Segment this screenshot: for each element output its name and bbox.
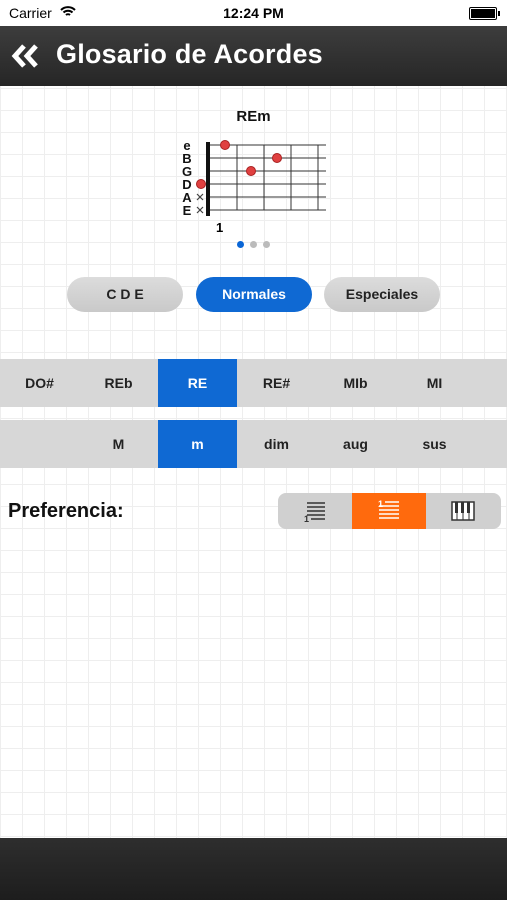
- wifi-icon: [60, 6, 76, 16]
- root-note-picker[interactable]: DO# REb RE RE# MIb MI F: [0, 359, 507, 407]
- quality-item[interactable]: sus: [422, 436, 447, 452]
- preference-segmented-control[interactable]: 1 1: [278, 493, 501, 529]
- quality-item[interactable]: aug: [343, 436, 368, 452]
- page-dot: [263, 241, 270, 248]
- string-label-D: D: [182, 177, 192, 192]
- quality-item[interactable]: dim: [264, 436, 289, 452]
- quality-item[interactable]: M: [112, 436, 125, 452]
- page-dot: [250, 241, 257, 248]
- muted-string-marker: [196, 193, 204, 214]
- string-label-E: E: [182, 203, 192, 218]
- string-label-e: e: [183, 138, 191, 153]
- tab-right-icon: 1: [378, 499, 399, 519]
- root-note-item-selected[interactable]: RE: [158, 359, 237, 407]
- root-note-item[interactable]: F: [474, 359, 507, 407]
- status-bar: Carrier 12:24 PM: [0, 0, 507, 26]
- quality-item[interactable]: [0, 420, 79, 468]
- tab-left-icon: 1: [304, 502, 325, 522]
- root-note-item[interactable]: MIb: [343, 375, 368, 391]
- page-indicator[interactable]: [237, 241, 277, 249]
- page-title: Glosario de Acordes: [56, 39, 323, 69]
- page-dot-active: [237, 241, 244, 248]
- root-note-item[interactable]: DO#: [25, 375, 54, 391]
- tab-right-option[interactable]: 1: [352, 493, 426, 529]
- segment-cde-button[interactable]: C D E: [67, 277, 183, 312]
- piano-option[interactable]: [426, 493, 500, 529]
- tab-left-option[interactable]: 1: [278, 493, 352, 529]
- battery-icon: [469, 7, 500, 20]
- piano-icon: [451, 501, 475, 521]
- nav-bar: Glosario de Acordes: [0, 26, 507, 86]
- bottom-toolbar: [0, 838, 507, 900]
- string-label-A: A: [182, 190, 192, 205]
- quality-item[interactable]: 5: [474, 420, 507, 468]
- root-note-item[interactable]: MI: [426, 375, 443, 391]
- quality-item-selected[interactable]: m: [158, 420, 237, 468]
- double-chevron-left-icon[interactable]: [10, 40, 42, 72]
- root-note-item[interactable]: REb: [104, 375, 133, 391]
- fret-number: 1: [216, 220, 224, 235]
- finger-dots: [196, 140, 282, 189]
- chord-quality-picker[interactable]: M m dim aug sus 5: [0, 420, 507, 468]
- string-label-G: G: [181, 164, 193, 179]
- carrier-label: Carrier: [9, 5, 52, 21]
- status-time: 12:24 PM: [223, 5, 284, 21]
- chord-name: REm: [236, 108, 271, 125]
- fretboard: [196, 140, 326, 216]
- string-label-B: B: [182, 151, 192, 166]
- svg-text:1: 1: [378, 499, 383, 509]
- root-note-item[interactable]: RE#: [262, 375, 291, 391]
- segment-normales-button[interactable]: Normales: [196, 277, 312, 312]
- segment-especiales-button[interactable]: Especiales: [324, 277, 440, 312]
- svg-text:1: 1: [304, 514, 309, 522]
- preference-label: Preferencia:: [8, 500, 124, 522]
